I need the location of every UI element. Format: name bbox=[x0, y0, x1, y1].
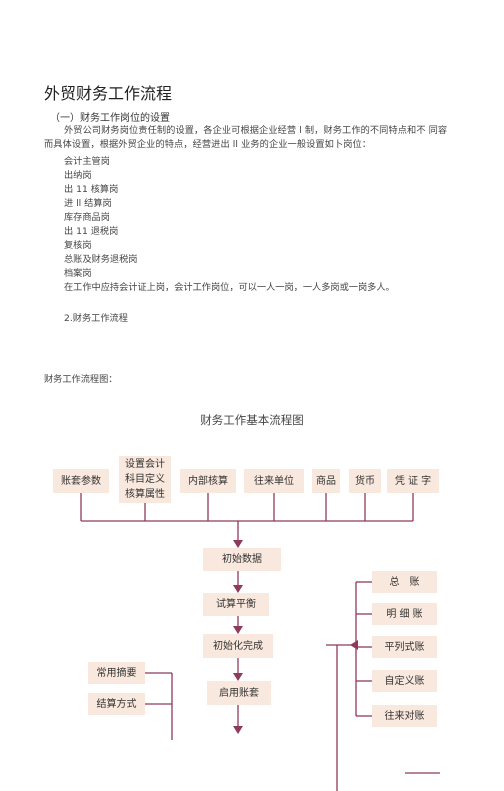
box-trial-balance: 试算平衡 bbox=[203, 593, 269, 616]
closing-paragraph: 在工作中应持会计证上岗，会计工作岗位，可以一人一岗，一人多岗或一岗多人。 bbox=[64, 282, 395, 293]
box-common-summary: 常用摘要 bbox=[88, 662, 145, 684]
box-parallel-ledger: 平列式账 bbox=[372, 636, 437, 658]
arrow-left-icon bbox=[350, 640, 358, 650]
list-item: 出 11 退税岗 bbox=[64, 226, 119, 237]
box-partners: 往来单位 bbox=[244, 469, 304, 493]
box-enable-books: 启用账套 bbox=[207, 681, 271, 705]
box-voucher-type: 凭 证 字 bbox=[387, 469, 439, 493]
box-account-params: 账套参数 bbox=[53, 469, 109, 493]
box-initial-data: 初始数据 bbox=[203, 548, 281, 571]
arrow-down-icon bbox=[233, 726, 243, 734]
arrow-down-icon bbox=[233, 540, 243, 548]
arrow-down-icon bbox=[233, 673, 243, 681]
flow-caption: 财务工作流程图： bbox=[44, 374, 118, 385]
step-heading: 2.财务工作流程 bbox=[64, 313, 128, 324]
list-item: 进 ll 结算岗 bbox=[64, 198, 112, 209]
arrow-down-icon bbox=[233, 585, 243, 593]
box-account-settings: 设置会计 科目定义 核算属性 bbox=[119, 456, 171, 503]
intro-paragraph: 外贸公司财务岗位责任制的设置，各企业可根据企业经营 l 制，财务工作的不同特点和… bbox=[44, 125, 448, 150]
box-general-ledger: 总 账 bbox=[372, 571, 437, 593]
diagram-title: 财务工作基本流程图 bbox=[200, 413, 304, 427]
box-custom-ledger: 自定义账 bbox=[372, 670, 437, 692]
box-partner-reconciliation: 往来对账 bbox=[372, 705, 437, 727]
box-detail-ledger: 明 细 账 bbox=[372, 603, 437, 625]
box-init-complete: 初始化完成 bbox=[203, 634, 273, 658]
list-item: 档案岗 bbox=[64, 268, 92, 279]
box-currency: 货币 bbox=[349, 469, 381, 493]
list-item: 复核岗 bbox=[64, 240, 92, 251]
box-settlement-method: 结算方式 bbox=[88, 693, 145, 715]
list-item: 库存商品岗 bbox=[64, 212, 110, 223]
box-goods: 商品 bbox=[312, 469, 340, 493]
box-internal-accounting: 内部核算 bbox=[180, 469, 236, 493]
list-item: 会计主管岗 bbox=[64, 156, 110, 167]
arrow-down-icon bbox=[233, 626, 243, 634]
list-item: 出纳岗 bbox=[64, 170, 92, 181]
section-heading: （一）财务工作岗位的设置 bbox=[50, 113, 170, 124]
list-item: 总账及财务退税岗 bbox=[64, 254, 138, 265]
page-title: 外贸财务工作流程 bbox=[44, 84, 173, 103]
list-item: 出 11 核算岗 bbox=[64, 184, 119, 195]
